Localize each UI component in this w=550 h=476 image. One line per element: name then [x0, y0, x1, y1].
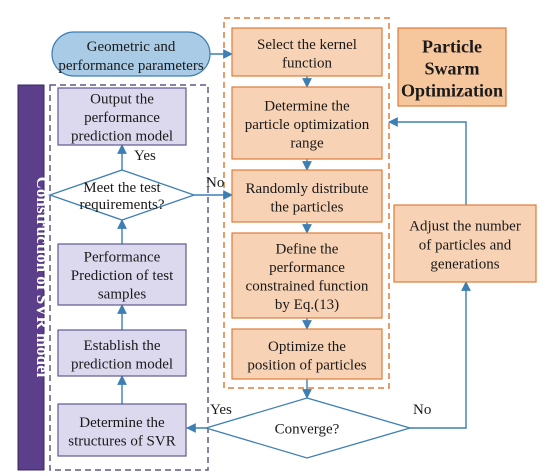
text-line: constrained function [246, 278, 369, 294]
text-line: Particle [422, 36, 482, 56]
text-line: Performance [84, 250, 161, 266]
svr-step-establish-model: Establish the prediction model [57, 329, 187, 377]
pso-step-optimization-range: Determine the particle optimization range [231, 86, 383, 160]
text-line: Define the [276, 241, 339, 257]
text-line: Output the [90, 92, 154, 108]
svr-step-output-model-text: Output the performance prediction model [71, 92, 173, 145]
text-line: performance [84, 110, 160, 126]
text-line: Geometric and [87, 39, 176, 55]
adjust-node-text: Adjust the number of particles and generat… [409, 218, 521, 272]
text-line: Optimization [401, 80, 503, 100]
pso-step-optimize-position-text: Optimize the position of particles [247, 339, 366, 374]
text-line: position of particles [247, 357, 366, 373]
svr-section-label: Construction of SVR model [33, 177, 52, 378]
adjust-node: Adjust the number of particles and generat… [393, 204, 537, 283]
text-line: performance [269, 260, 345, 276]
text-line: of particles and [419, 237, 512, 253]
pso-step-distribute-particles-text: Randomly distribute the particles [246, 181, 369, 216]
text-line: Optimize the [268, 339, 346, 355]
edge-label-yes-bottom: Yes [210, 402, 232, 418]
flow-connectors [117, 49, 471, 433]
text-line: by Eq.(13) [275, 297, 339, 313]
pso-step-optimize-position: Optimize the position of particles [231, 328, 383, 380]
pso-region [223, 17, 390, 389]
svr-step-output-model: Output the performance prediction model [57, 87, 187, 146]
text-line: structures of SVR [68, 433, 176, 449]
text-line: requirements? [80, 197, 165, 213]
text-line: prediction model [71, 356, 173, 372]
text-line: Meet the test [83, 180, 161, 196]
text-line: performance parameters [58, 58, 203, 74]
svr-section-band: Construction of SVR model [17, 84, 52, 471]
text-line: Randomly distribute [246, 181, 369, 197]
edge-adjust-to-range [388, 117, 467, 205]
text-line: generations [430, 256, 499, 272]
text-line: Determine the [264, 99, 350, 115]
edge-label-no-mid: No [206, 175, 224, 191]
decision-converge: Converge? [203, 397, 413, 459]
text-line: Converge? [275, 422, 340, 438]
text-line: function [282, 55, 332, 71]
text-line: particle optimization [245, 117, 370, 133]
text-line: prediction model [71, 129, 173, 145]
pso-step-select-kernel-text: Select the kernel function [257, 37, 357, 72]
text-line: Swarm [425, 58, 480, 78]
pso-step-optimization-range-text: Determine the particle optimization range [245, 99, 370, 152]
text-line: samples [98, 287, 146, 303]
text-line: Prediction of test [71, 268, 174, 284]
edge-label-yes-top: Yes [134, 148, 156, 164]
pso-step-constrained-function: Define the performance constrained functio… [231, 232, 383, 319]
text-line: Establish the [83, 338, 160, 354]
pso-step-constrained-function-text: Define the performance constrained functio… [246, 241, 369, 313]
decision-converge-text: Converge? [275, 422, 340, 438]
start-node-text: Geometric and performance parameters [58, 39, 203, 74]
start-node: Geometric and performance parameters [51, 31, 211, 77]
pso-step-distribute-particles: Randomly distribute the particles [231, 169, 383, 223]
text-line: the particles [271, 199, 344, 215]
svr-step-determine-structures: Determine the structures of SVR [57, 403, 187, 457]
edge-label-no-bottom: No [413, 402, 431, 418]
svr-step-establish-model-text: Establish the prediction model [71, 338, 173, 373]
pso-step-select-kernel: Select the kernel function [231, 27, 383, 77]
edge-converge-no-to-adjust [410, 281, 471, 429]
svr-step-determine-structures-text: Determine the structures of SVR [68, 415, 176, 450]
text-line: Select the kernel [257, 37, 357, 53]
text-line: Adjust the number [409, 218, 521, 234]
text-line: Determine the [79, 415, 165, 431]
text-line: range [290, 136, 324, 152]
svr-region [49, 84, 209, 471]
